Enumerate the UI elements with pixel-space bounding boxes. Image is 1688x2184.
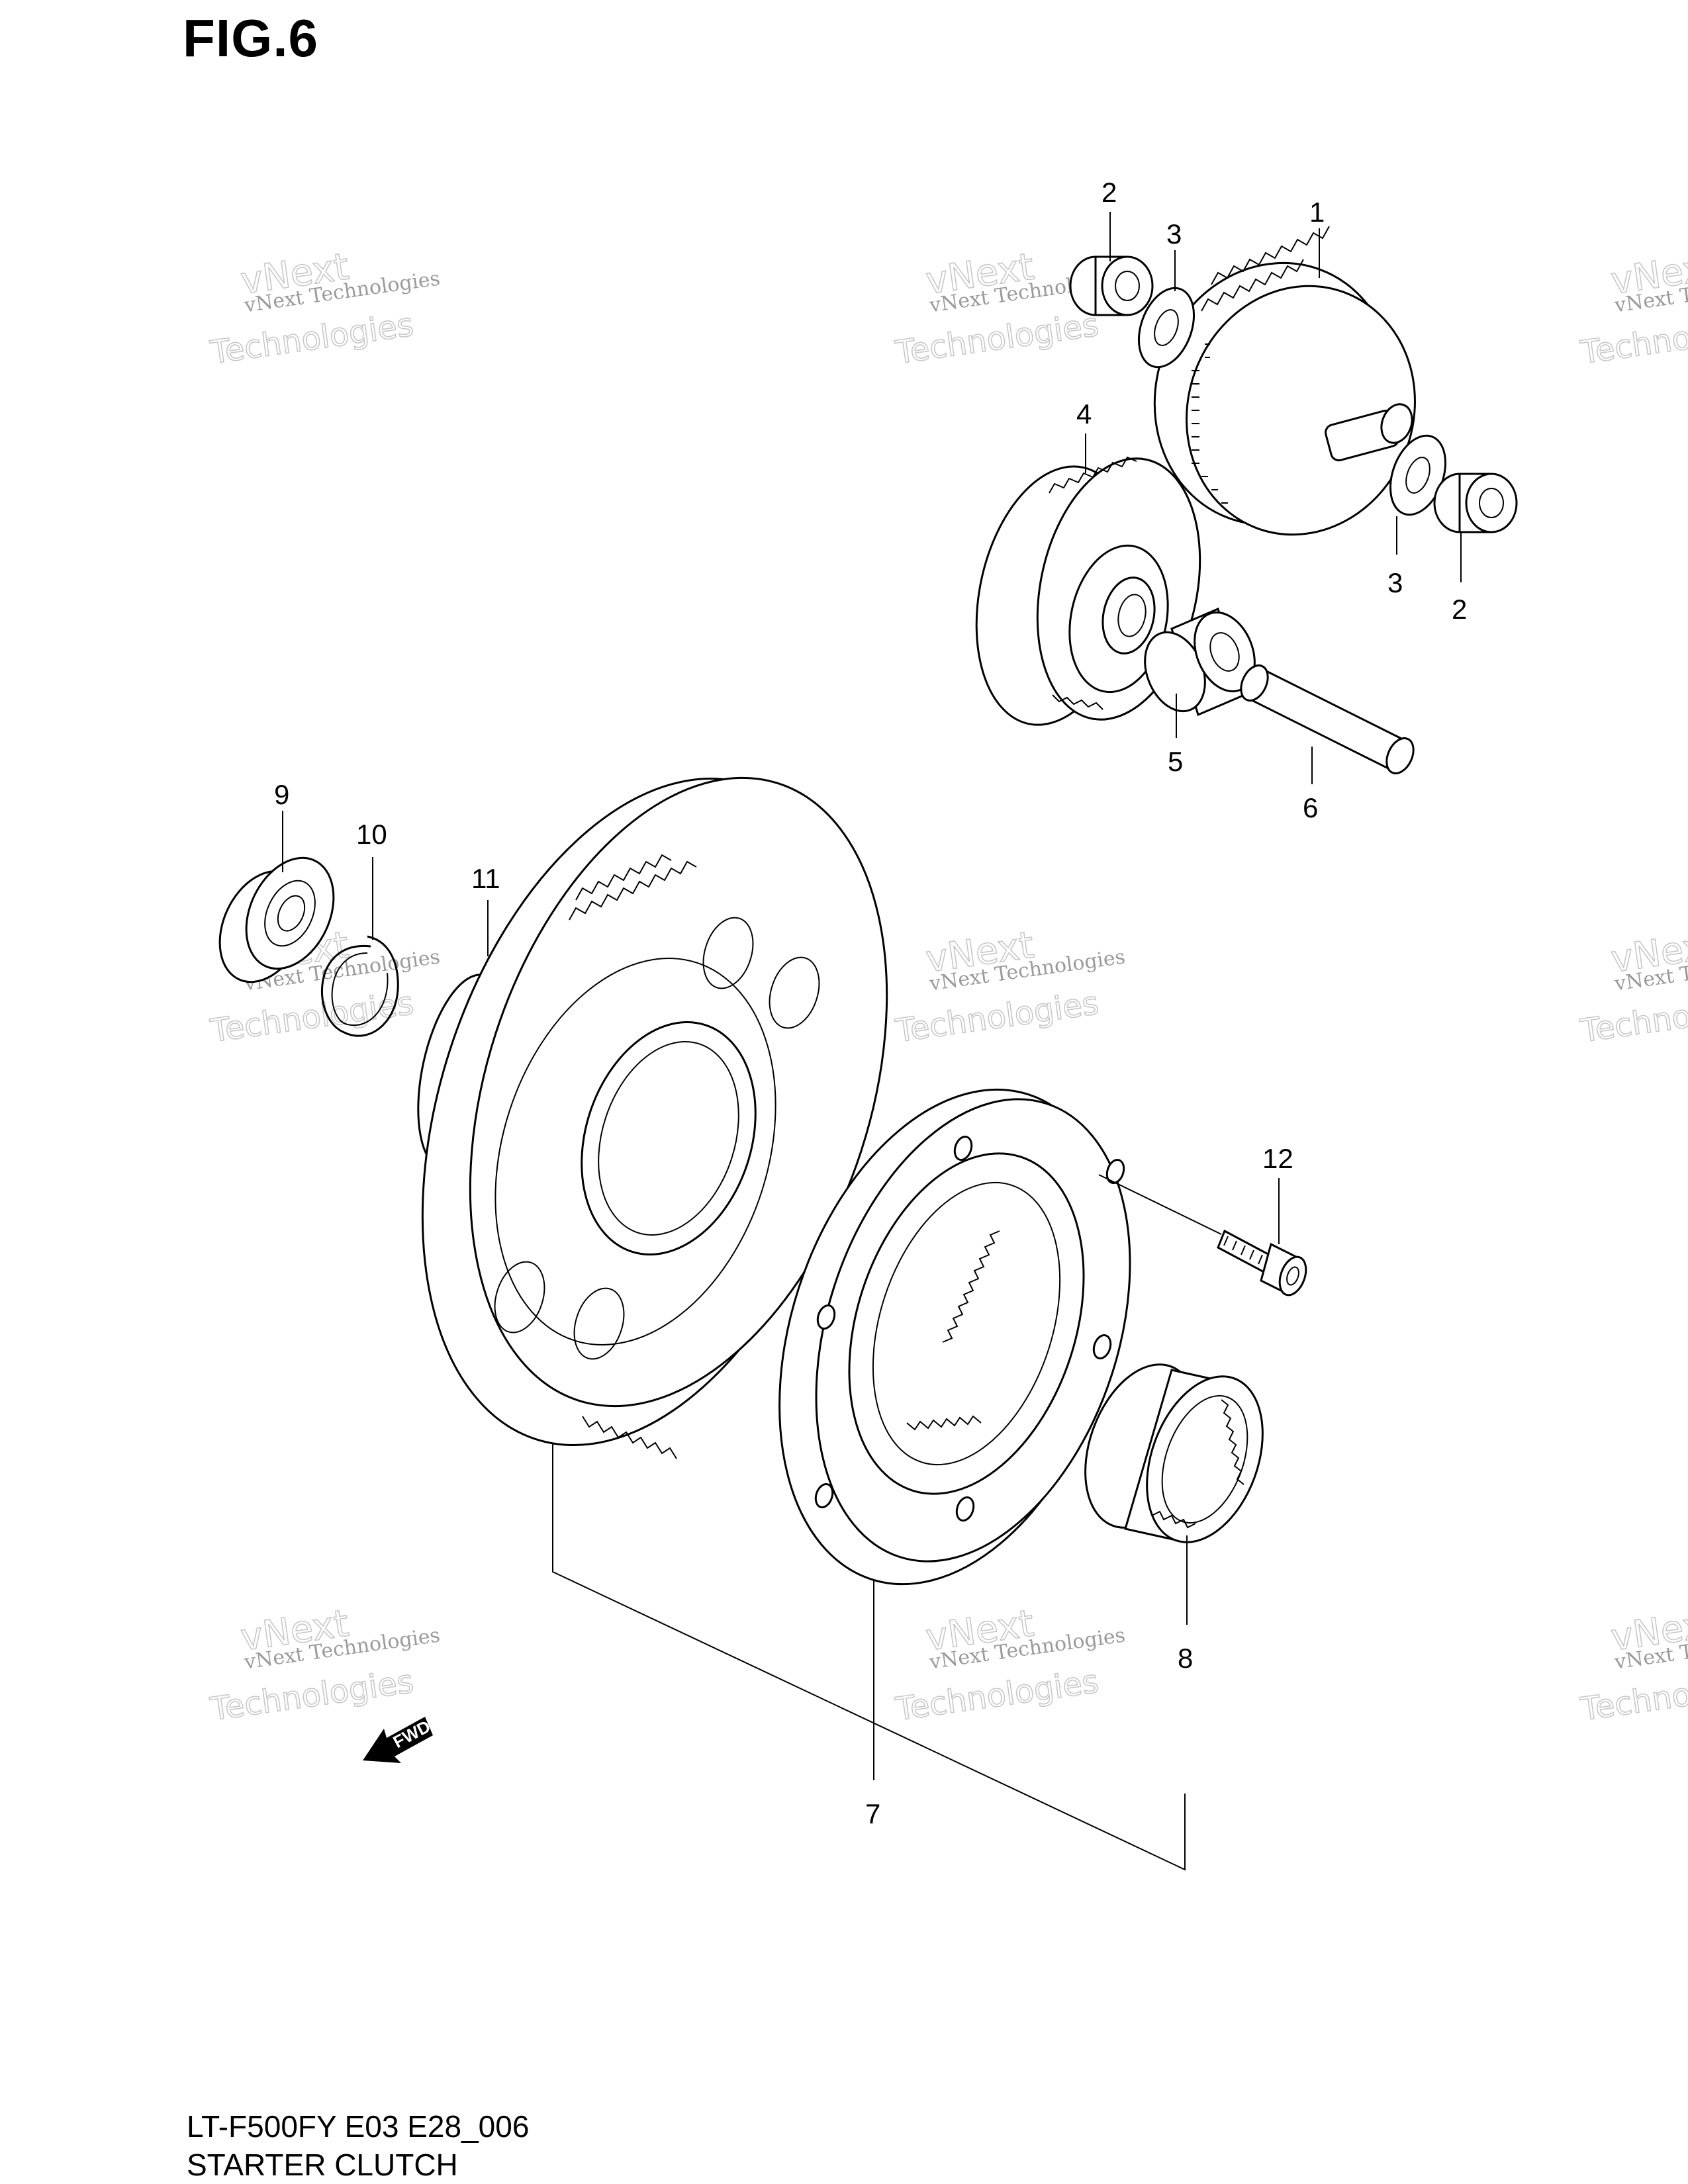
svg-text:Technologies: Technologies [1578, 985, 1688, 1050]
callout-10: 10 [356, 819, 387, 850]
svg-text:Technologies: Technologies [208, 1663, 416, 1729]
part-6-shaft [1240, 664, 1415, 774]
watermark: vNext vNext Technologies Technologies [1577, 245, 1688, 372]
part-8-one-way-clutch [1084, 1363, 1264, 1543]
watermark: vNext vNext Technologies Technologies [892, 1602, 1127, 1729]
watermark: vNext vNext Technologies Technologies [892, 923, 1127, 1050]
callout-12: 12 [1262, 1143, 1293, 1174]
callout-9: 9 [274, 779, 289, 810]
callout-1: 1 [1309, 197, 1325, 228]
callout-4: 4 [1076, 398, 1092, 430]
svg-text:Technologies: Technologies [208, 306, 416, 372]
watermark: vNext vNext Technologies Technologies [207, 245, 442, 372]
figure-title: FIG.6 [183, 9, 319, 68]
svg-text:Technologies: Technologies [1578, 306, 1688, 372]
part-12-bolt [1217, 1229, 1307, 1297]
watermark: vNext vNext Technologies Technologies [1577, 923, 1688, 1050]
part-2-bushing-upper [1069, 255, 1154, 316]
svg-text:Technologies: Technologies [893, 985, 1101, 1050]
part-3-washer-upper [1137, 287, 1196, 369]
svg-text:Technologies: Technologies [893, 306, 1101, 372]
callout-11: 11 [471, 863, 500, 894]
callout-2-upper: 2 [1102, 177, 1117, 208]
callout-2-lower: 2 [1452, 594, 1467, 625]
callout-3-lower: 3 [1387, 567, 1403, 598]
part-11-starter-driven-gear [417, 776, 888, 1459]
part-5-spacer [1144, 607, 1256, 717]
leader-lines [282, 212, 1462, 1871]
callout-labels: 1 2 3 3 2 4 5 6 7 8 9 10 11 12 [274, 177, 1467, 1829]
part-2-bushing-lower [1433, 473, 1518, 533]
svg-text:Technologies: Technologies [893, 1663, 1101, 1729]
model-code: LT-F500FY E03 E28_006 [187, 2109, 530, 2144]
section-name: STARTER CLUTCH [187, 2148, 458, 2182]
svg-text:Technologies: Technologies [208, 985, 416, 1050]
callout-5: 5 [1168, 746, 1183, 777]
fwd-arrow-icon: FWD [363, 1716, 434, 1763]
watermark: vNext vNext Technologies Technologies [1577, 1602, 1688, 1729]
part-1-idle-gear-assembly [1153, 226, 1416, 536]
callout-7: 7 [865, 1798, 880, 1829]
part-10-circlip [320, 935, 399, 1037]
svg-text:Technologies: Technologies [1578, 1663, 1688, 1729]
watermark: vNext vNext Technologies Technologies [207, 1602, 442, 1729]
part-7-starter-clutch-housing [778, 1088, 1131, 1586]
callout-8: 8 [1178, 1643, 1193, 1674]
part-9-bearing [218, 856, 335, 983]
callout-6: 6 [1303, 792, 1318, 823]
callout-3-upper: 3 [1166, 218, 1182, 250]
